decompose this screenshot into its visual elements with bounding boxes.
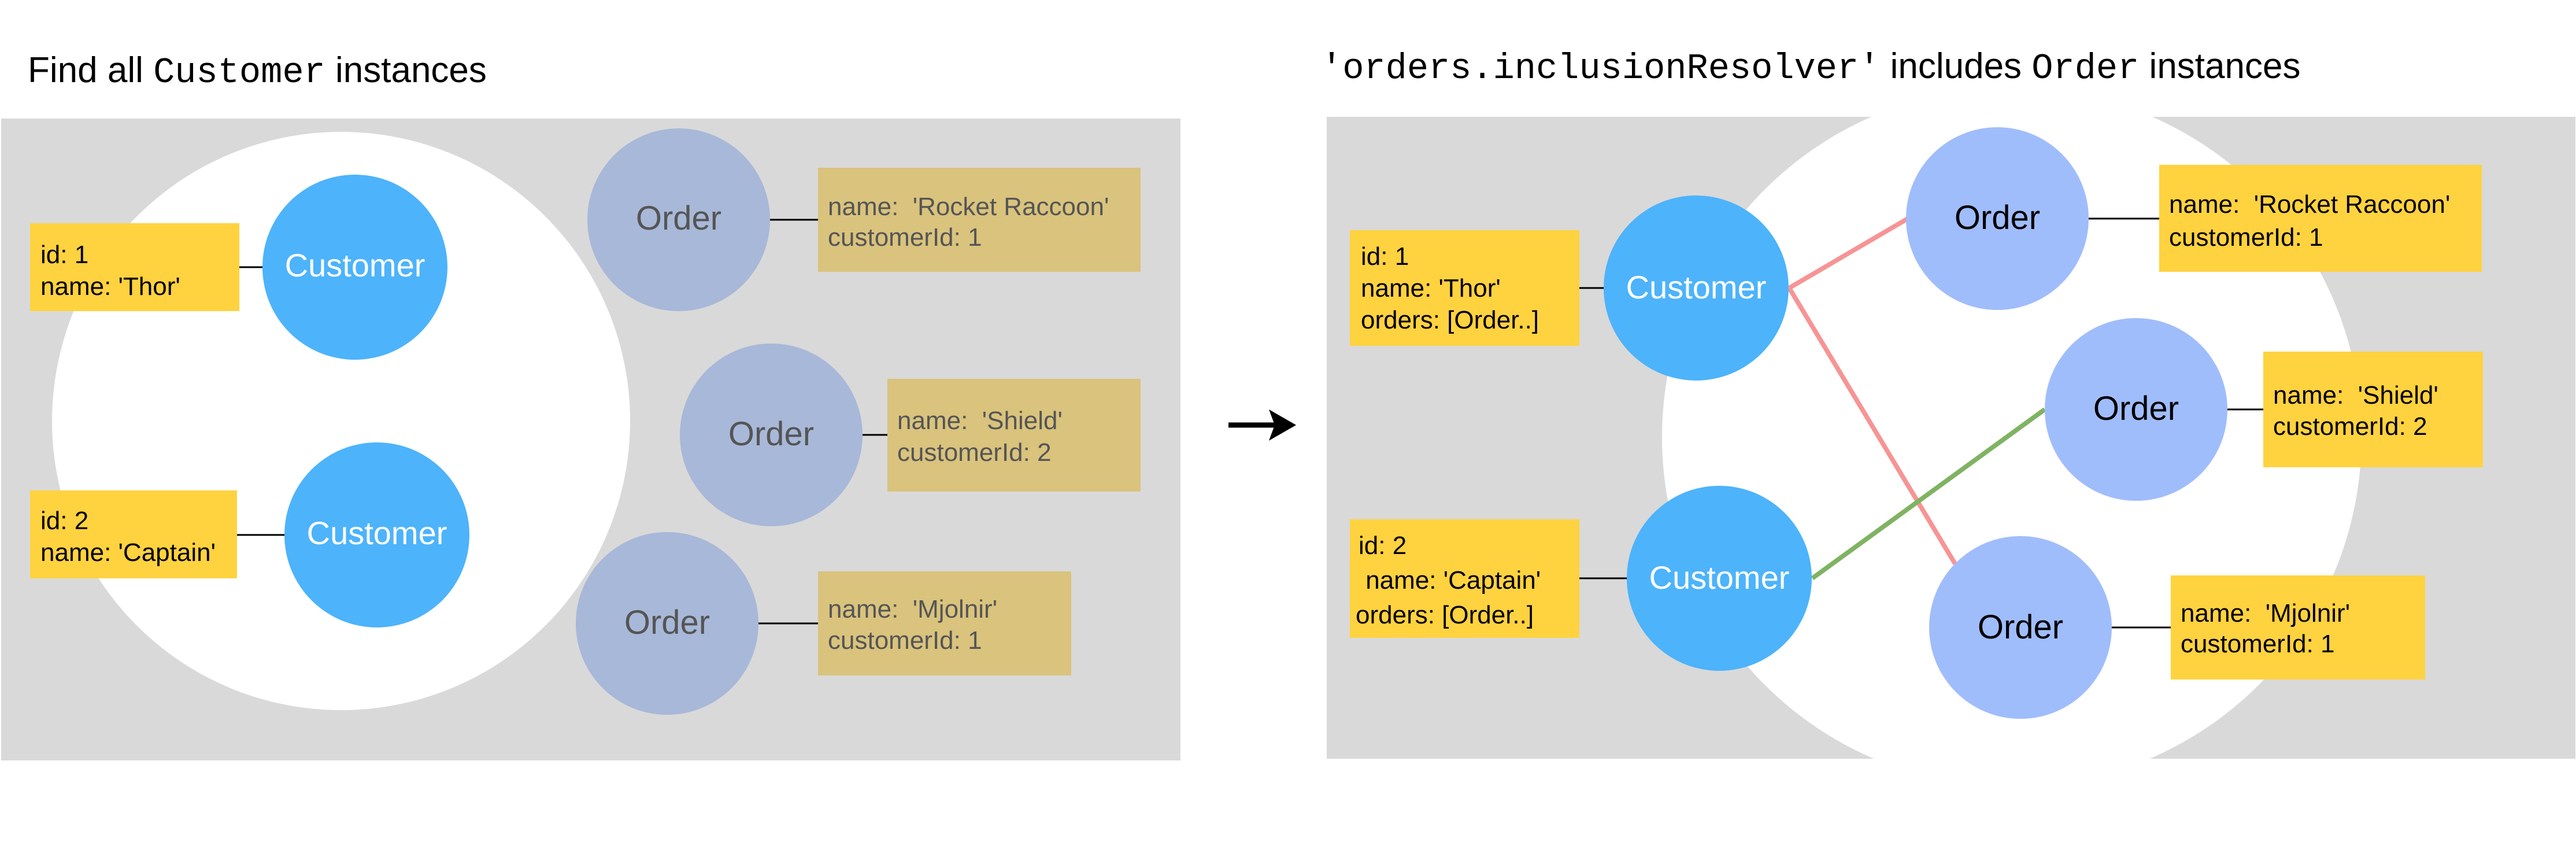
right-customer-1-circle (1604, 195, 1789, 381)
right-order-1: Order name: 'Rocket Raccoon' customerId:… (1906, 127, 2482, 310)
right-customer-2-note (1350, 519, 1579, 638)
left-order-2: Order name: 'Shield' customerId: 2 (680, 344, 1141, 526)
transition-arrow (1228, 409, 1296, 441)
right-customer-2-circle (1627, 486, 1812, 671)
right-order-3-note-text: name: 'Mjolnir' customerId: 1 (2181, 599, 2357, 658)
left-order-1-label: Order (636, 200, 721, 237)
left-customer-1-note (30, 223, 239, 311)
right-customer-2: id: 2 name: 'Captain' orders: [Order..] … (1350, 486, 1812, 671)
left-panel: Find all Customer instances id: 1 name: … (1, 50, 1180, 760)
left-customer-2: id: 2 name: 'Captain' Customer (30, 442, 469, 627)
right-customer-1: id: 1 name: 'Thor' orders: [Order..] Cus… (1350, 195, 1789, 381)
left-heading: Find all Customer instances (28, 50, 487, 93)
right-order-2-label: Order (2093, 390, 2179, 427)
right-order-3-label: Order (1978, 608, 2063, 646)
left-customer-2-label: Customer (307, 515, 447, 551)
right-customer-2-note-text: id: 2 name: 'Captain' orders: [Order..] (1356, 531, 1548, 629)
right-heading: 'orders.inclusionResolver' includes Orde… (1321, 46, 2300, 89)
relation-line-customer1-order1 (1787, 216, 1909, 290)
right-order-3-circle (1929, 536, 2112, 719)
left-order-1-circle (587, 128, 770, 311)
right-customer-1-label: Customer (1626, 269, 1767, 305)
left-customer-1-label: Customer (285, 247, 425, 283)
left-order-2-note (887, 379, 1141, 492)
left-order-1-note-text: name: 'Rocket Raccoon' customerId: 1 (828, 193, 1116, 252)
right-customer-1-note-text: id: 1 name: 'Thor' orders: [Order..] (1361, 242, 1539, 334)
left-order-3-label: Order (624, 604, 710, 641)
left-order-2-circle (680, 344, 863, 526)
left-order-2-note-text: name: 'Shield' customerId: 2 (897, 407, 1069, 467)
left-order-1-note (818, 168, 1141, 272)
right-order-3-note (2171, 575, 2425, 679)
right-order-1-circle (1906, 127, 2089, 310)
arrow-head (1269, 409, 1296, 441)
right-order-1-label: Order (1955, 199, 2040, 237)
left-order-3: Order name: 'Mjolnir' customerId: 1 (576, 532, 1071, 715)
left-customer-1-note-text: id: 1 name: 'Thor' (40, 241, 180, 301)
left-customer-1-circle (262, 175, 447, 360)
right-panel: 'orders.inclusionResolver' includes Orde… (1321, 46, 2575, 759)
left-customer-2-note-text: id: 2 name: 'Captain' (40, 507, 216, 567)
right-order-1-note (2159, 165, 2482, 272)
relation-line-customer1-order3 (1787, 286, 1957, 566)
right-customer-1-note (1350, 230, 1579, 346)
left-order-1: Order name: 'Rocket Raccoon' customerId:… (587, 128, 1141, 311)
right-order-2-note-text: name: 'Shield' customerId: 2 (2273, 381, 2445, 441)
right-order-3: Order name: 'Mjolnir' customerId: 1 (1929, 536, 2425, 719)
left-order-3-note-text: name: 'Mjolnir' customerId: 1 (828, 595, 1004, 655)
right-customer-2-label: Customer (1649, 559, 1790, 596)
right-order-2-circle (2045, 318, 2227, 501)
left-order-3-note (818, 571, 1071, 675)
left-customer-2-circle (284, 442, 469, 627)
left-order-3-circle (576, 532, 758, 715)
right-order-1-note-text: name: 'Rocket Raccoon' customerId: 1 (2169, 190, 2457, 252)
relation-line-customer2-order2 (1811, 407, 2046, 581)
right-order-2: Order name: 'Shield' customerId: 2 (2045, 318, 2483, 501)
left-customer-1: id: 1 name: 'Thor' Customer (30, 175, 447, 360)
left-order-2-label: Order (728, 415, 814, 453)
right-order-2-note (2263, 352, 2483, 467)
left-customer-2-note (30, 490, 237, 578)
